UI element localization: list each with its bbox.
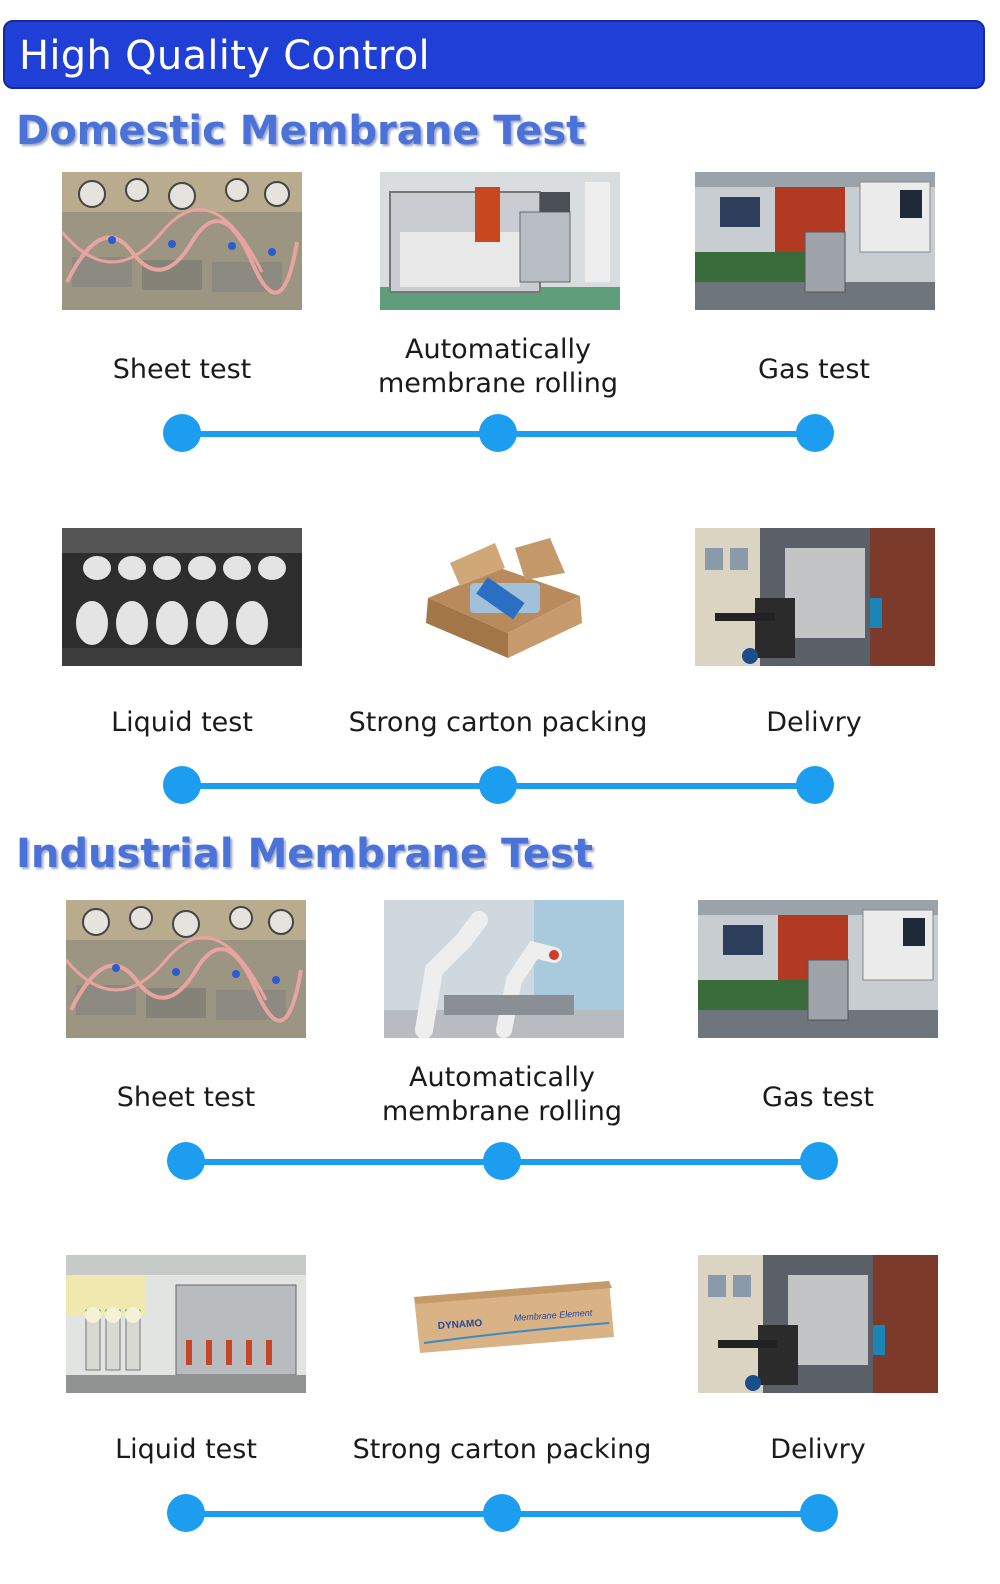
timeline-dot [479, 414, 517, 452]
timeline-dot [479, 766, 517, 804]
delivery-truck-photo [698, 1255, 938, 1393]
carton-packing-photo [380, 528, 620, 666]
liquid-test-photo [62, 528, 302, 666]
timeline-dot [796, 766, 834, 804]
sheet-test-photo [66, 900, 306, 1038]
delivery-truck-photo [695, 528, 935, 666]
step-label-liquid-test: Liquid test [111, 707, 253, 738]
timeline-dot [796, 414, 834, 452]
step-label-membrane-rolling: Automatically membrane rolling [381, 1062, 623, 1127]
section-title-industrial: Industrial Membrane Test [16, 831, 593, 877]
page-title: High Quality Control [19, 33, 430, 79]
step-label-gas-test: Gas test [762, 1082, 874, 1113]
timeline-dot [163, 766, 201, 804]
process-timeline [160, 766, 840, 806]
membrane-rolling-machine-photo [380, 172, 620, 310]
timeline-dot [800, 1494, 838, 1532]
step-label-delivery: Delivry [766, 707, 862, 738]
timeline-dot [167, 1494, 205, 1532]
box-brand-text: DYNAMO [437, 1318, 482, 1332]
step-label-gas-test: Gas test [758, 354, 870, 385]
robot-arm-rolling-photo [384, 900, 624, 1038]
process-timeline [164, 1142, 844, 1182]
gas-test-machine-photo [698, 900, 938, 1038]
gas-test-machine-photo [695, 172, 935, 310]
step-label-membrane-rolling: Automatically membrane rolling [377, 334, 619, 399]
timeline-dot [483, 1142, 521, 1180]
timeline-dot [163, 414, 201, 452]
process-timeline [160, 414, 840, 454]
step-label-carton-packing: Strong carton packing [348, 707, 648, 738]
step-label-carton-packing: Strong carton packing [352, 1434, 652, 1465]
liquid-test-industrial-photo [66, 1255, 306, 1393]
sheet-test-photo [62, 172, 302, 310]
step-label-sheet-test: Sheet test [112, 354, 252, 385]
section-title-domestic: Domestic Membrane Test [16, 108, 586, 154]
timeline-dot [167, 1142, 205, 1180]
header-banner: High Quality Control [3, 20, 985, 89]
step-label-delivery: Delivry [770, 1434, 866, 1465]
product-box-photo: DYNAMO Membrane Element [384, 1255, 624, 1393]
process-timeline [164, 1494, 844, 1534]
timeline-dot [483, 1494, 521, 1532]
step-label-sheet-test: Sheet test [116, 1082, 256, 1113]
timeline-dot [800, 1142, 838, 1180]
step-label-liquid-test: Liquid test [115, 1434, 257, 1465]
